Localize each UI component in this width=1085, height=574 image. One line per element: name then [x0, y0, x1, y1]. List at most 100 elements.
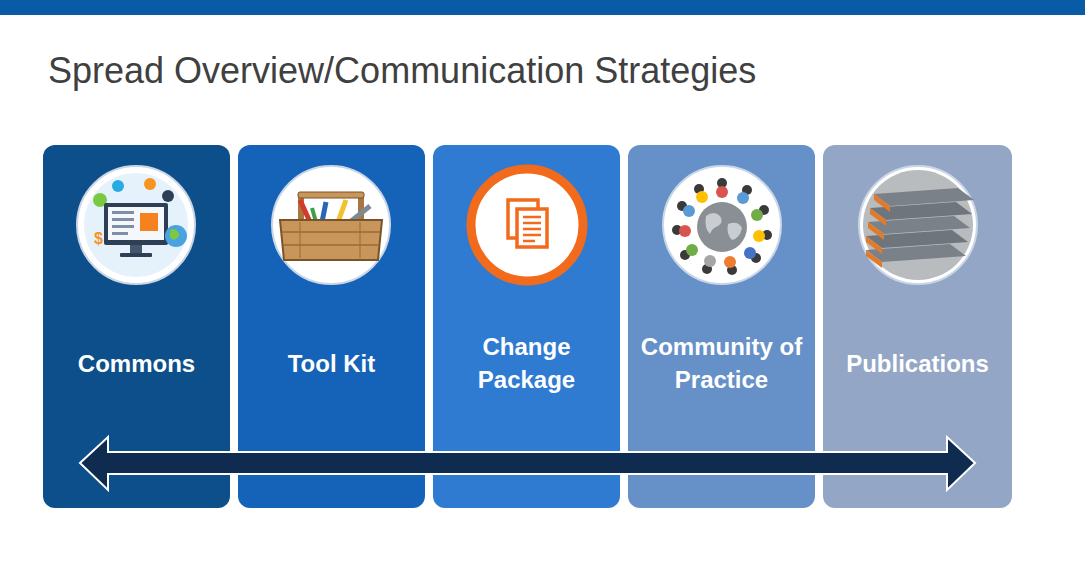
people-ring-part	[762, 230, 772, 240]
toolkit-icon-part	[360, 222, 361, 258]
commons-icon-part	[104, 203, 168, 245]
community-icon-part	[663, 166, 781, 284]
commons-icon-part	[130, 245, 142, 253]
books-icon-part	[870, 202, 972, 220]
community-icon-part	[728, 223, 743, 240]
box-label-area: Change Package	[433, 328, 620, 398]
commons-icon-part	[84, 173, 188, 277]
box-label: Commons	[78, 347, 195, 380]
document-icon-part	[523, 216, 541, 219]
strategy-box: Change Package	[433, 145, 620, 508]
strategy-box: Tool Kit	[238, 145, 425, 508]
people-ring-part	[727, 265, 737, 275]
box-label-area: Publications	[823, 328, 1012, 398]
document-icon-part	[471, 169, 583, 281]
people-ring-part	[737, 192, 749, 204]
document-icon-part	[523, 222, 541, 225]
people-ring-part	[717, 178, 727, 188]
people-ring-part	[672, 225, 682, 235]
document-icon	[471, 169, 583, 281]
commons-icon-part: $	[94, 230, 103, 247]
toolkit-icon-part	[282, 231, 380, 233]
toolkit-icon-part	[283, 244, 379, 246]
people-ring-part	[677, 201, 687, 211]
toolkit-icon-part	[280, 220, 382, 260]
commons-icon-part	[112, 218, 134, 221]
people-ring-part	[696, 191, 708, 203]
people-ring-part	[724, 256, 736, 268]
box-label-area: Community of Practice	[628, 328, 815, 398]
books-icon-part	[866, 230, 968, 248]
books-icon-part	[868, 222, 884, 240]
header-bar	[0, 0, 1085, 15]
strategy-box: Publications	[823, 145, 1012, 508]
people-ring-part	[742, 185, 752, 195]
people-ring-part	[702, 264, 712, 274]
commons-icon-part	[165, 225, 187, 247]
people-ring-part	[686, 244, 698, 256]
commons-icon-part	[170, 229, 179, 240]
strategy-box: Commons	[43, 145, 230, 508]
books-icon-part	[859, 166, 977, 284]
toolkit-icon-part	[300, 200, 310, 222]
books-icon-part	[868, 216, 970, 234]
commons-icon-part	[162, 190, 174, 202]
people-ring	[672, 178, 772, 275]
box-label: Community of Practice	[637, 330, 807, 396]
toolkit-icon-part	[298, 194, 304, 224]
toolkit-icon-part	[322, 202, 326, 222]
document-icon-part	[523, 240, 535, 243]
toolkit-icon-part	[350, 206, 370, 222]
toolkit-icon-part	[300, 222, 301, 258]
people-ring-part	[716, 186, 728, 198]
commons-icon-part	[77, 166, 195, 284]
box-label: Tool Kit	[288, 347, 376, 380]
document-icon-part	[523, 228, 541, 231]
commons-icon-part	[112, 225, 134, 228]
toolkit-icon-part	[358, 194, 364, 224]
people-ring-part	[751, 209, 763, 221]
double-arrow	[80, 437, 975, 490]
commons-icon-part	[108, 207, 164, 240]
box-label-area: Tool Kit	[238, 328, 425, 398]
books-icon-part	[866, 244, 966, 262]
commons-icon-part	[112, 211, 134, 214]
commons-icon-part	[112, 180, 124, 192]
people-ring-part	[683, 205, 695, 217]
toolkit-icon-part	[338, 200, 346, 222]
books-icon-part	[874, 188, 974, 206]
people-ring-part	[704, 255, 716, 267]
box-label: Change Package	[462, 330, 592, 396]
people-ring-part	[680, 250, 690, 260]
people-ring-part	[679, 225, 691, 237]
books-icon-part	[866, 250, 882, 268]
document-icon-part	[517, 209, 547, 247]
commons-icon-part	[140, 213, 158, 231]
commons-icon-part	[112, 232, 128, 235]
community-icon-part	[706, 213, 722, 234]
people-ring-part	[751, 253, 761, 263]
commons-icon-part	[144, 178, 156, 190]
toolkit-icon-part	[298, 192, 364, 198]
commons-icon-part	[93, 193, 107, 207]
people-ring-part	[694, 184, 704, 194]
slide-title: Spread Overview/Communication Strategies	[48, 50, 756, 92]
community-icon-part	[697, 202, 747, 252]
box-label: Publications	[846, 347, 989, 380]
commons-icon: $	[77, 166, 195, 284]
books-icon-part	[863, 170, 973, 280]
commons-icon-part	[120, 253, 152, 257]
people-ring-part	[759, 205, 769, 215]
toolkit-icon-part	[272, 166, 390, 284]
toolkit-icon	[272, 166, 390, 284]
document-icon-part	[508, 200, 538, 238]
books-icon-part	[874, 194, 890, 212]
toolkit-icon-part	[312, 208, 316, 222]
books-icon-part	[866, 236, 882, 254]
books-icon	[859, 166, 977, 284]
document-icon-part	[523, 234, 541, 237]
strategy-box: Community of Practice	[628, 145, 815, 508]
box-label-area: Commons	[43, 328, 230, 398]
